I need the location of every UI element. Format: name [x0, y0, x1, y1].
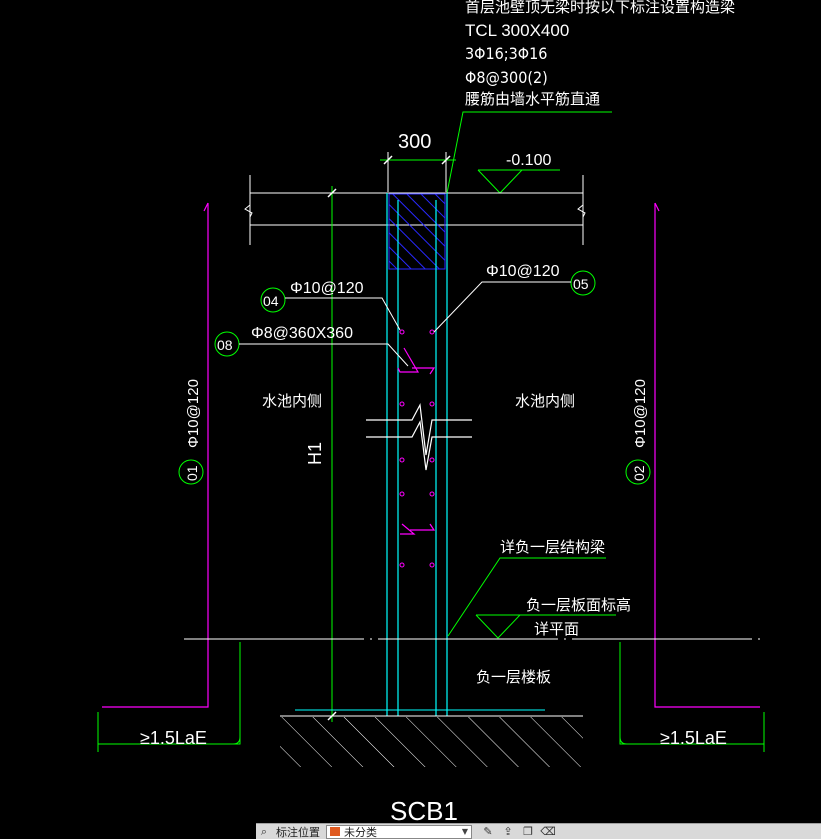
tie-hooks — [397, 347, 436, 535]
h1-label: H1 — [305, 442, 325, 465]
anchor-left-label: ≥1.5LaE — [140, 728, 207, 748]
rebar-04-spec: Φ10@120 — [290, 280, 364, 297]
rebar-05-spec: Φ10@120 — [486, 263, 560, 280]
rebar-05-callout: 05 Φ10@120 — [433, 263, 596, 333]
rebar-01-spec: Φ10@120 — [185, 379, 202, 448]
anchorage-left: ≥1.5LaE — [97, 642, 241, 752]
rebar-08-spec: Φ8@360X360 — [251, 325, 353, 342]
layer-color-swatch — [330, 827, 340, 836]
pool-inside-right: 水池内侧 — [515, 392, 575, 410]
layer-name: 未分类 — [344, 825, 377, 839]
h1-dimension: H1 — [305, 186, 337, 722]
note-beam: 详负一层结构梁 — [500, 538, 605, 556]
beam-note-line-1: 首层池壁顶无梁时按以下标注设置构造梁 — [465, 0, 735, 16]
beam-note-block: 首层池壁顶无梁时按以下标注设置构造梁 TCL 300X400 3Φ16;3Φ16… — [465, 0, 735, 108]
marker-04-label: 04 — [263, 293, 279, 309]
marker-05-label: 05 — [573, 276, 589, 292]
rebar-01: 01 Φ10@120 — [102, 202, 209, 708]
rebar-02: 02 Φ10@120 — [625, 202, 760, 708]
delete-icon[interactable]: ⌫ — [540, 825, 556, 838]
marker-08-label: 08 — [217, 337, 233, 353]
annotation-toolbar: ⌕ 标注位置 未分类 ▼ ✎ ⇪ ❐ ⌫ — [256, 823, 821, 839]
marker-01-circle — [178, 459, 204, 485]
annotation-position-label: 标注位置 — [276, 825, 320, 839]
anchorage-right: ≥1.5LaE — [619, 642, 765, 752]
marker-05-circle — [570, 270, 596, 296]
rebar-02-spec: Φ10@120 — [632, 379, 649, 448]
break-line — [366, 403, 472, 471]
width-dimension: 300 — [380, 131, 456, 192]
note-slab-elev: 负一层板面标高 — [526, 596, 631, 614]
upload-icon[interactable]: ⇪ — [503, 825, 513, 838]
layer-dropdown[interactable]: 未分类 ▼ — [326, 824, 472, 839]
marker-02-circle — [625, 459, 651, 485]
elevation-marker-top: -0.100 — [477, 152, 560, 194]
elevation-top-value: -0.100 — [506, 152, 551, 169]
foundation — [280, 709, 583, 767]
slab-elevation-marker: 负一层板面标高 详平面 — [475, 596, 631, 639]
edit-icon[interactable]: ✎ — [483, 825, 493, 838]
slab-label: 负一层楼板 — [476, 668, 551, 686]
width-dimension-value: 300 — [398, 131, 431, 153]
pool-inside-left: 水池内侧 — [262, 392, 322, 410]
beam-note-leader — [446, 111, 612, 194]
beam-note-line-4: Φ8@300(2) — [465, 68, 548, 87]
copy-icon[interactable]: ❐ — [523, 825, 533, 838]
beam-note-line-5: 腰筋由墙水平筋直通 — [465, 90, 600, 108]
pool-wall — [386, 193, 448, 716]
rebar-08-callout: 08 Φ8@360X360 — [214, 325, 409, 367]
anchor-right-label: ≥1.5LaE — [660, 728, 727, 748]
marker-01-label: 01 — [184, 465, 200, 481]
toolbar-tools: ✎ ⇪ ❐ ⌫ — [480, 825, 556, 839]
beam-ref-callout: 详负一层结构梁 — [447, 538, 606, 637]
rebar-dots — [399, 329, 435, 568]
rebar-04-callout: 04 Φ10@120 — [260, 280, 401, 331]
chevron-down-icon: ▼ — [461, 827, 468, 836]
section-title: SCB1 — [390, 796, 458, 826]
beam-note-line-3: 3Φ16;3Φ16 — [465, 44, 547, 63]
binoculars-icon[interactable]: ⌕ — [260, 824, 268, 838]
marker-04-circle — [260, 287, 286, 313]
beam-note-line-2: TCL 300X400 — [465, 21, 569, 40]
marker-02-label: 02 — [631, 465, 647, 481]
note-see-plan: 详平面 — [534, 620, 579, 638]
